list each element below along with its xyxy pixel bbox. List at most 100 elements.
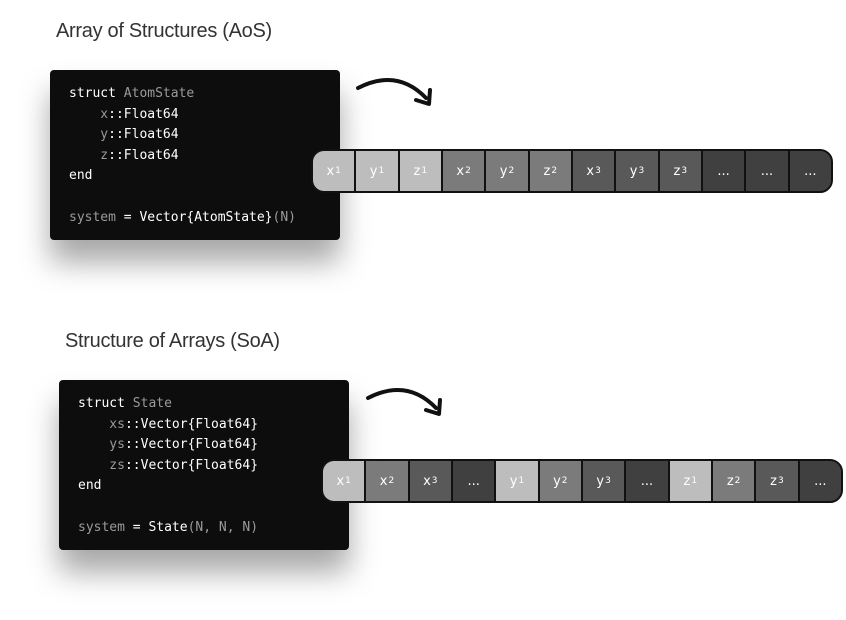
aos-code-block: struct AtomState x::Float64 y::Float64 z… <box>50 70 340 240</box>
cell-index: 3 <box>431 476 438 486</box>
cell-variable: x <box>336 473 345 489</box>
cell-index: 1 <box>345 476 351 486</box>
cell-variable: ... <box>760 163 774 179</box>
cell-variable: y <box>596 473 605 489</box>
cell-variable: z <box>770 473 777 489</box>
cell-index: 1 <box>421 166 428 176</box>
code-token: ys <box>78 437 125 453</box>
cell-variable: x <box>423 473 431 489</box>
cell-index: 2 <box>551 166 558 176</box>
memory-cell: ... <box>450 461 495 501</box>
soa-title: Structure of Arrays (SoA) <box>65 330 280 352</box>
code-line: struct State <box>78 394 349 415</box>
cell-index: 3 <box>605 476 611 486</box>
cell-index: 2 <box>508 166 515 176</box>
code-line: end <box>69 166 340 187</box>
cell-variable: y <box>369 163 378 179</box>
cell-index: 3 <box>777 476 784 486</box>
code-line: end <box>78 476 349 497</box>
code-token: = Vector{AtomState} <box>115 209 273 225</box>
memory-cell: ... <box>700 151 745 191</box>
code-token: end <box>78 478 102 494</box>
cell-variable: x <box>326 163 335 179</box>
code-token: end <box>69 168 93 184</box>
soa-curved-arrow-icon <box>366 388 442 416</box>
cell-variable: ... <box>467 473 480 489</box>
code-token: z <box>69 147 109 163</box>
cell-index: 2 <box>388 476 395 486</box>
cell-variable: z <box>413 163 421 179</box>
code-line: z::Float64 <box>69 146 340 167</box>
code-token: struct <box>78 396 133 411</box>
code-token: xs <box>78 416 125 432</box>
code-token: struct <box>69 86 124 101</box>
code-token: system <box>78 519 125 535</box>
code-token: ::Vector{Float64} <box>124 457 259 473</box>
cell-index: 1 <box>335 166 341 176</box>
code-token: ::Vector{Float64} <box>124 437 259 453</box>
cell-index: 1 <box>691 476 698 486</box>
cell-variable: ... <box>814 473 827 489</box>
code-line: struct AtomState <box>69 84 340 105</box>
cell-variable: z <box>673 163 681 179</box>
cell-index: 2 <box>465 166 471 176</box>
aos-curved-arrow-icon <box>356 78 432 106</box>
code-line: system = Vector{AtomState}(N) <box>69 208 340 229</box>
code-token: x <box>69 106 109 122</box>
code-token: ::Float64 <box>108 147 179 163</box>
code-line: system = State(N, N, N) <box>78 518 349 539</box>
cell-variable: ... <box>640 473 654 489</box>
code-token: system <box>69 209 116 225</box>
cell-index: 2 <box>561 476 568 486</box>
code-token: zs <box>78 457 125 473</box>
soa-code-block: struct State xs::Vector{Float64} ys::Vec… <box>59 380 349 550</box>
memory-cell: ... <box>744 151 788 191</box>
cell-variable: x <box>379 473 388 489</box>
code-token: ::Vector{Float64} <box>124 416 259 432</box>
code-line: x::Float64 <box>69 105 340 126</box>
code-token: ::Float64 <box>108 127 179 143</box>
memory-cell: ... <box>787 151 831 191</box>
code-line: ys::Vector{Float64} <box>78 435 349 456</box>
cell-variable: ... <box>717 163 730 179</box>
code-token: State <box>132 396 172 411</box>
cell-index: 3 <box>595 166 601 176</box>
code-token: y <box>69 127 109 143</box>
code-line: xs::Vector{Float64} <box>78 415 349 436</box>
cell-variable: ... <box>804 163 817 179</box>
cell-variable: z <box>543 163 551 179</box>
cell-variable: y <box>499 163 508 179</box>
cell-variable: z <box>726 473 734 489</box>
code-token: (N) <box>272 209 296 225</box>
cell-index: 3 <box>638 166 645 176</box>
code-line: zs::Vector{Float64} <box>78 456 349 477</box>
code-token: AtomState <box>123 86 195 101</box>
cell-variable: y <box>553 473 561 489</box>
cell-index: 3 <box>681 166 688 176</box>
code-line <box>78 497 349 518</box>
code-line <box>69 187 340 208</box>
cell-variable: x <box>456 163 465 179</box>
code-token: = State <box>124 519 188 535</box>
cell-index: 1 <box>378 166 385 176</box>
memory-cell: ... <box>624 461 668 501</box>
cell-variable: z <box>683 473 691 489</box>
cell-index: 1 <box>518 476 525 486</box>
